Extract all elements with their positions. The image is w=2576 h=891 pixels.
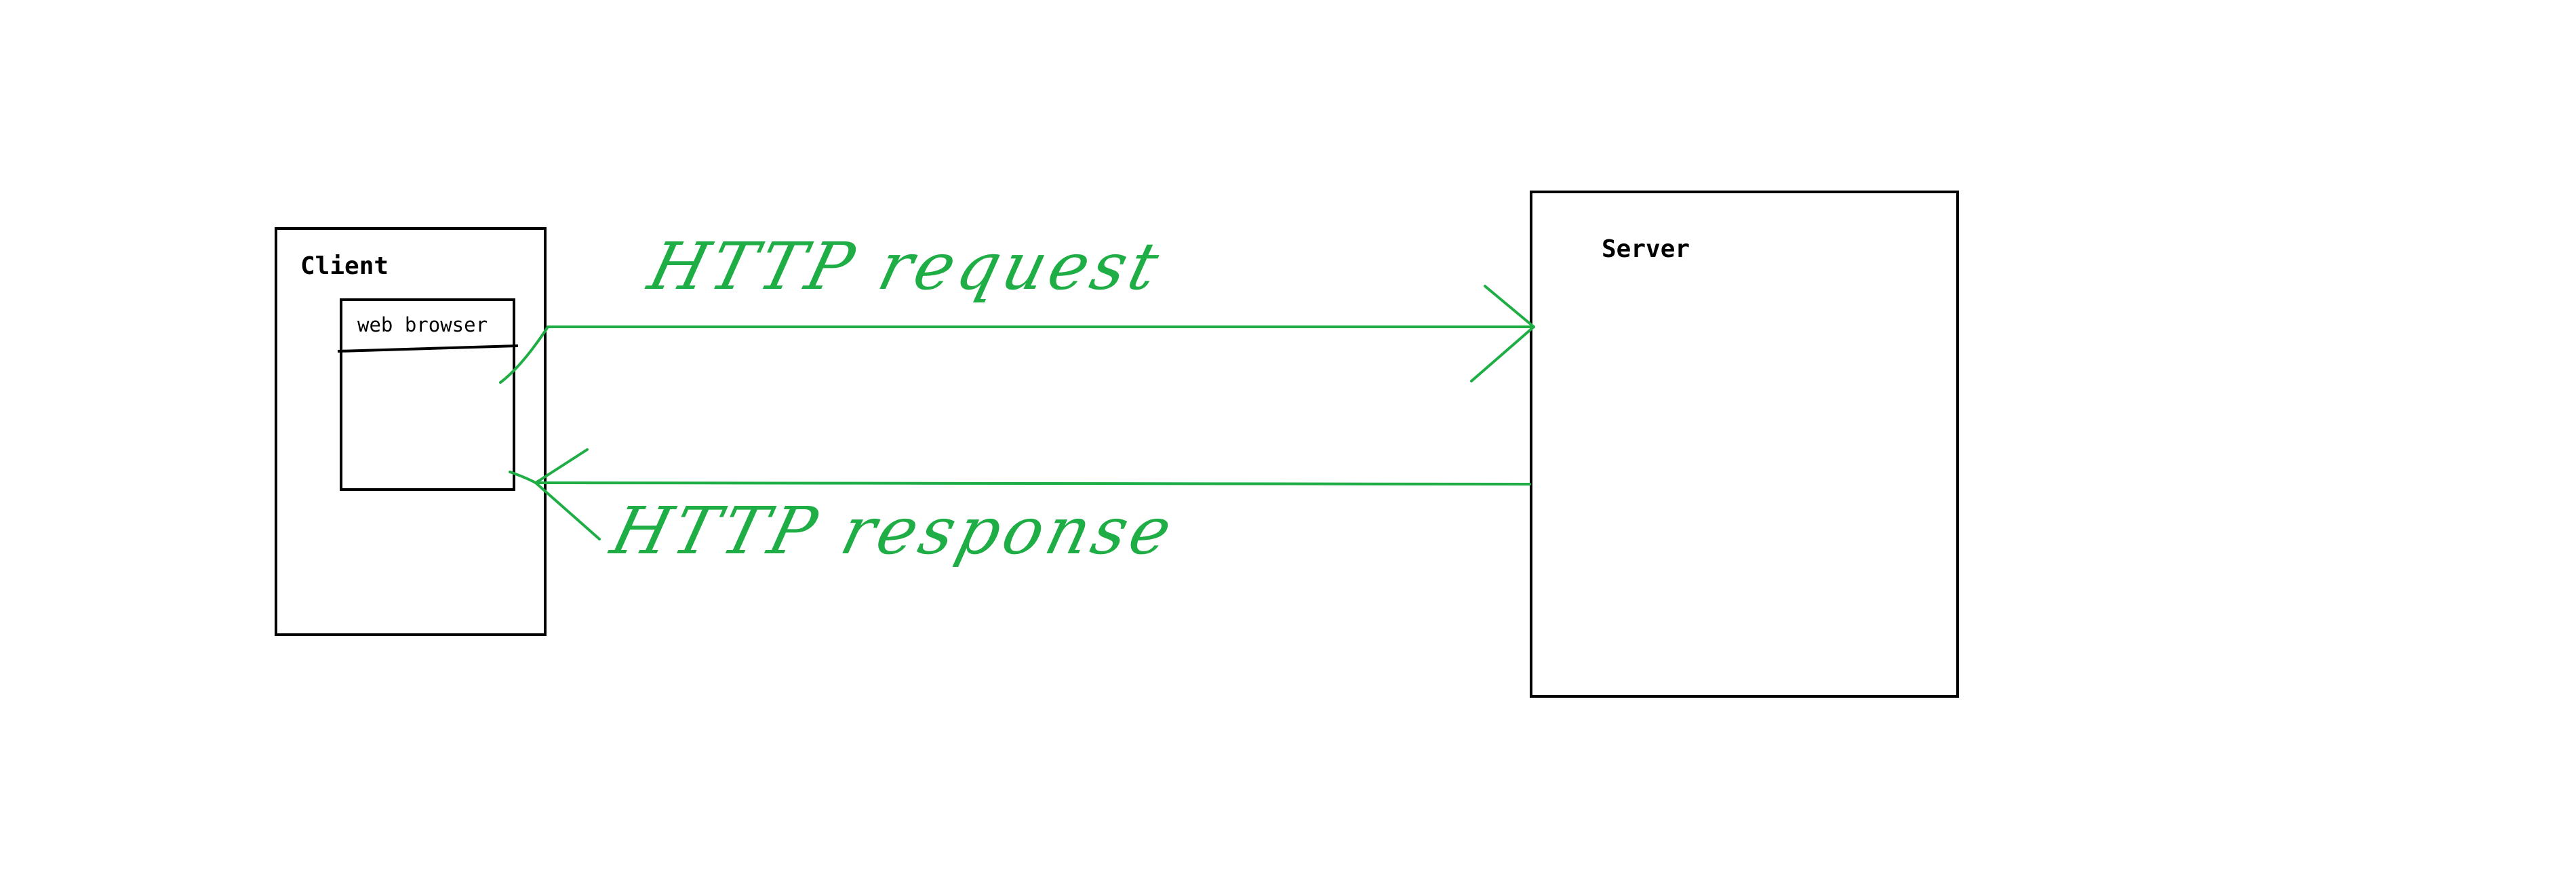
response-arrowhead-upper: [534, 448, 589, 484]
client-box: [275, 227, 547, 636]
request-arrow-tail: [499, 325, 549, 384]
request-arrowhead-lower: [1470, 325, 1535, 382]
browser-title-divider: [337, 344, 519, 353]
server-label: Server: [1602, 235, 1690, 263]
web-browser-box: [340, 298, 515, 491]
http-response-label: HTTP response: [604, 493, 1183, 569]
web-browser-label: web browser: [357, 313, 488, 336]
server-box: [1530, 191, 1959, 698]
response-arrowhead-lower: [534, 481, 601, 540]
client-label: Client: [300, 252, 389, 280]
response-arrow-shaft: [534, 481, 1531, 486]
request-arrow: [499, 285, 1535, 384]
request-arrowhead-upper: [1484, 285, 1535, 328]
response-arrow: [509, 448, 1531, 540]
http-request-label: HTTP request: [641, 229, 1170, 304]
response-arrow-tip: [509, 471, 537, 484]
